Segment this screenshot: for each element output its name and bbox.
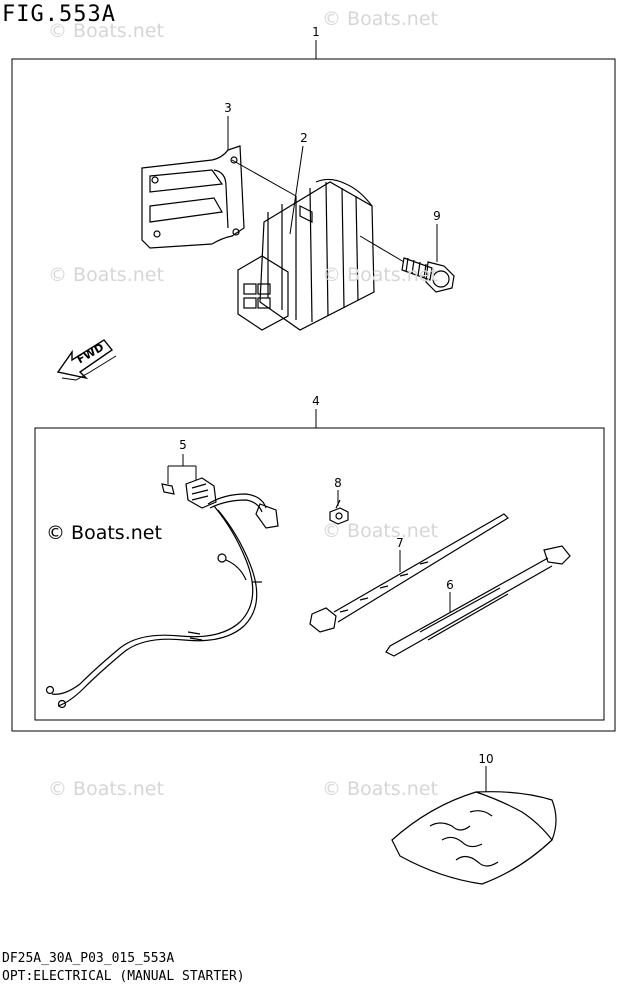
fwd-arrow — [56, 339, 117, 381]
watermark-emphasized: © Boats.net — [46, 522, 162, 544]
figure-title: FIG.553A — [2, 2, 116, 27]
callout-10: 10 — [478, 752, 494, 766]
callout-8: 8 — [334, 476, 342, 490]
watermark: © Boats.net — [322, 520, 438, 542]
watermark: © Boats.net — [48, 264, 164, 286]
assembly-box-1 — [11, 58, 616, 732]
bolt-part-9 — [401, 257, 455, 293]
callout-3: 3 — [224, 101, 232, 115]
leader-2 — [289, 145, 304, 235]
regulator-part-2 — [237, 178, 375, 331]
callout-6: 6 — [446, 578, 454, 592]
figure-code: DF25A_30A_P03_015_553A — [2, 951, 175, 966]
bag-part-10 — [391, 791, 557, 885]
callout-4: 4 — [312, 394, 320, 408]
watermark: © Boats.net — [322, 8, 438, 30]
harness-part-5 — [45, 477, 279, 709]
callout-2: 2 — [300, 131, 308, 145]
watermark: © Boats.net — [48, 20, 164, 42]
bracket-part-3 — [141, 145, 245, 249]
callout-1: 1 — [312, 25, 320, 39]
cable-tie-part-6 — [385, 545, 571, 657]
watermark: © Boats.net — [48, 778, 164, 800]
assembly-line-3-to-2 — [231, 159, 297, 197]
assembly-line-2-to-9 — [359, 235, 405, 263]
figure-description: OPT:ELECTRICAL (MANUAL STARTER) — [2, 969, 245, 984]
watermark: © Boats.net — [322, 778, 438, 800]
callout-5: 5 — [179, 438, 187, 452]
callout-9: 9 — [433, 209, 441, 223]
callout-7: 7 — [396, 536, 404, 550]
cable-tie-part-7 — [309, 513, 509, 633]
harness-kit-box-4 — [34, 427, 605, 721]
watermark: © Boats.net — [322, 264, 438, 286]
